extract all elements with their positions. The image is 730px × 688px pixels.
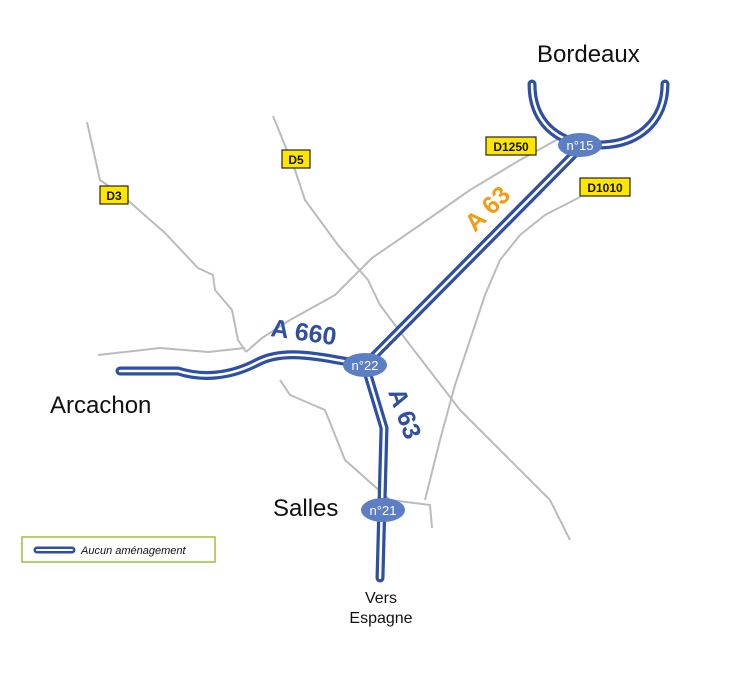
city-arcachon: Arcachon	[50, 392, 151, 419]
road-d1010-label: D1010	[587, 181, 623, 195]
exit-n21-label: n°21	[370, 503, 397, 518]
highway-a660-label: A 660	[269, 314, 338, 351]
secondary-roads	[86, 115, 581, 541]
road-badge-d1010: D1010	[579, 177, 631, 197]
road-d5-label: D5	[288, 153, 304, 167]
legend-label: Aucun aménagement	[80, 545, 187, 557]
road-d5	[272, 115, 571, 541]
highway-a63-south-label: A 63	[382, 384, 426, 442]
exit-n15-label: n°15	[567, 138, 594, 153]
destination-espagne: Espagne	[349, 610, 412, 627]
road-d3-label: D3	[106, 189, 122, 203]
highway-a63-north-label: A 63	[459, 181, 515, 237]
road-west-connector	[97, 347, 246, 356]
exit-badge-n22: n°22	[343, 353, 387, 377]
road-d1010	[424, 196, 581, 501]
exit-badge-n15: n°15	[558, 133, 602, 157]
exit-badge-n21: n°21	[361, 498, 405, 522]
road-badge-d3: D3	[99, 185, 129, 205]
road-south-west	[279, 379, 433, 529]
road-badge-d1250: D1250	[485, 136, 537, 156]
city-salles: Salles	[273, 495, 338, 522]
exit-n22-label: n°22	[352, 358, 379, 373]
highway-bordeaux-loop	[527, 79, 670, 150]
road-d1250	[245, 137, 561, 353]
road-badge-d5: D5	[281, 149, 311, 169]
destination-vers: Vers	[365, 590, 397, 607]
city-bordeaux: Bordeaux	[537, 41, 640, 68]
legend: Aucun aménagement	[21, 536, 216, 563]
road-d1250-label: D1250	[493, 140, 529, 154]
road-d3	[86, 121, 247, 353]
